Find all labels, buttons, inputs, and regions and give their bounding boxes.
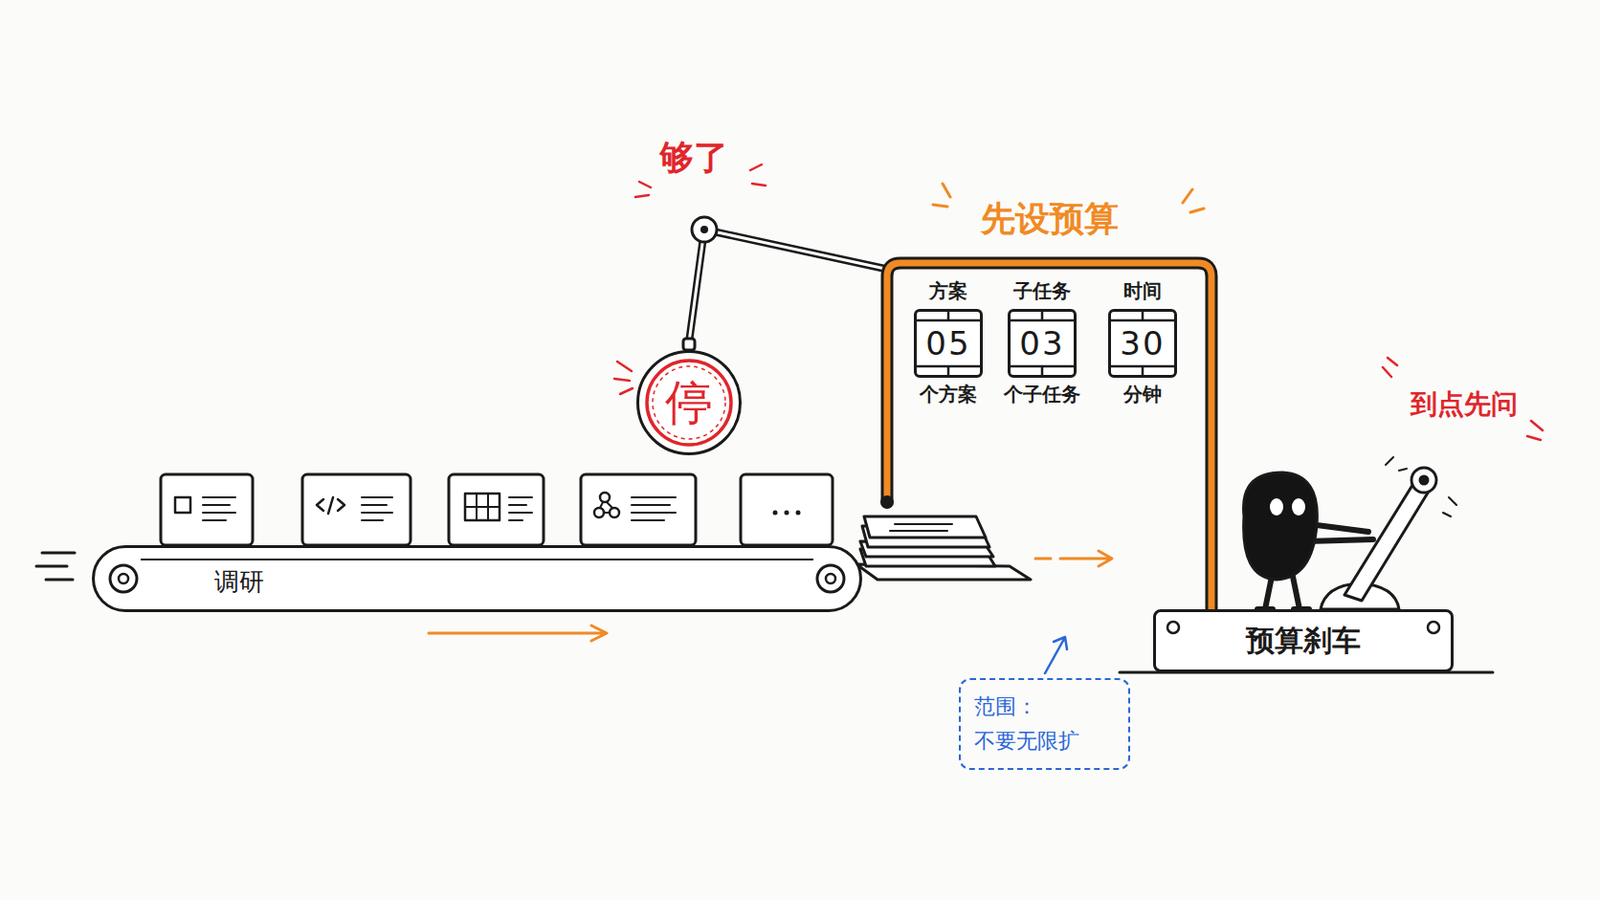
- frame-outline: [887, 263, 1212, 613]
- counter-window: 03: [1007, 309, 1077, 378]
- counter-node: 时间 30 分钟: [1097, 278, 1188, 407]
- counter-node: 方案 05 个方案: [903, 278, 994, 407]
- belt-inner-line: [140, 558, 814, 561]
- counter-bands: [916, 320, 980, 367]
- counter-node: 子任务 03 个子任务: [997, 278, 1088, 407]
- counter-bands: [1111, 320, 1175, 367]
- shape-outline: [94, 548, 860, 610]
- brake-node: 预算刹车: [1153, 609, 1454, 673]
- counter-number: 03: [1019, 327, 1065, 360]
- pivot-pin: [700, 225, 709, 234]
- counter-title: 方案: [903, 278, 994, 304]
- sign-dash-ring: [652, 366, 726, 440]
- screw: [1167, 622, 1179, 634]
- hook: [683, 338, 695, 351]
- counter-title: 子任务: [997, 278, 1088, 304]
- belt-wheel: [817, 565, 845, 593]
- counter-unit: 分钟: [1097, 381, 1188, 407]
- frame-fill: [887, 263, 1212, 613]
- sign-ring: [646, 360, 732, 445]
- note-label: 够了: [659, 134, 729, 182]
- pivot: [691, 217, 717, 243]
- stop-label: 停: [665, 378, 713, 427]
- screw: [1427, 622, 1440, 634]
- counter-number: 05: [925, 327, 971, 360]
- counter-bands: [1010, 320, 1074, 367]
- belt-axle: [118, 574, 129, 584]
- belt-label: 调研: [214, 565, 265, 600]
- note-label: 到点先问: [1410, 386, 1518, 423]
- counter-window: 05: [913, 309, 983, 378]
- callout-node: 范围： 不要无限扩: [958, 678, 1131, 771]
- callout-text: 范围： 不要无限扩: [974, 689, 1115, 759]
- belt-wheel: [110, 565, 137, 593]
- belt-axle: [825, 574, 836, 584]
- counter-window: 30: [1108, 309, 1178, 378]
- frame-node: 先设预算方案05个方案子任务03个子任务时间30分钟: [879, 255, 1220, 613]
- counter-unit: 个子任务: [997, 381, 1088, 407]
- sign-node: 停: [636, 350, 742, 456]
- counter-title: 时间: [1097, 278, 1188, 304]
- arm-core: [688, 229, 886, 343]
- brake-label: 预算刹车: [1245, 622, 1361, 662]
- counter-unit: 个方案: [903, 381, 994, 407]
- belt-node: 调研: [91, 545, 863, 613]
- frame-heading: 先设预算: [879, 196, 1220, 244]
- counter-number: 30: [1119, 327, 1165, 360]
- arm-outline: [688, 229, 886, 343]
- crane-arm: [683, 217, 886, 351]
